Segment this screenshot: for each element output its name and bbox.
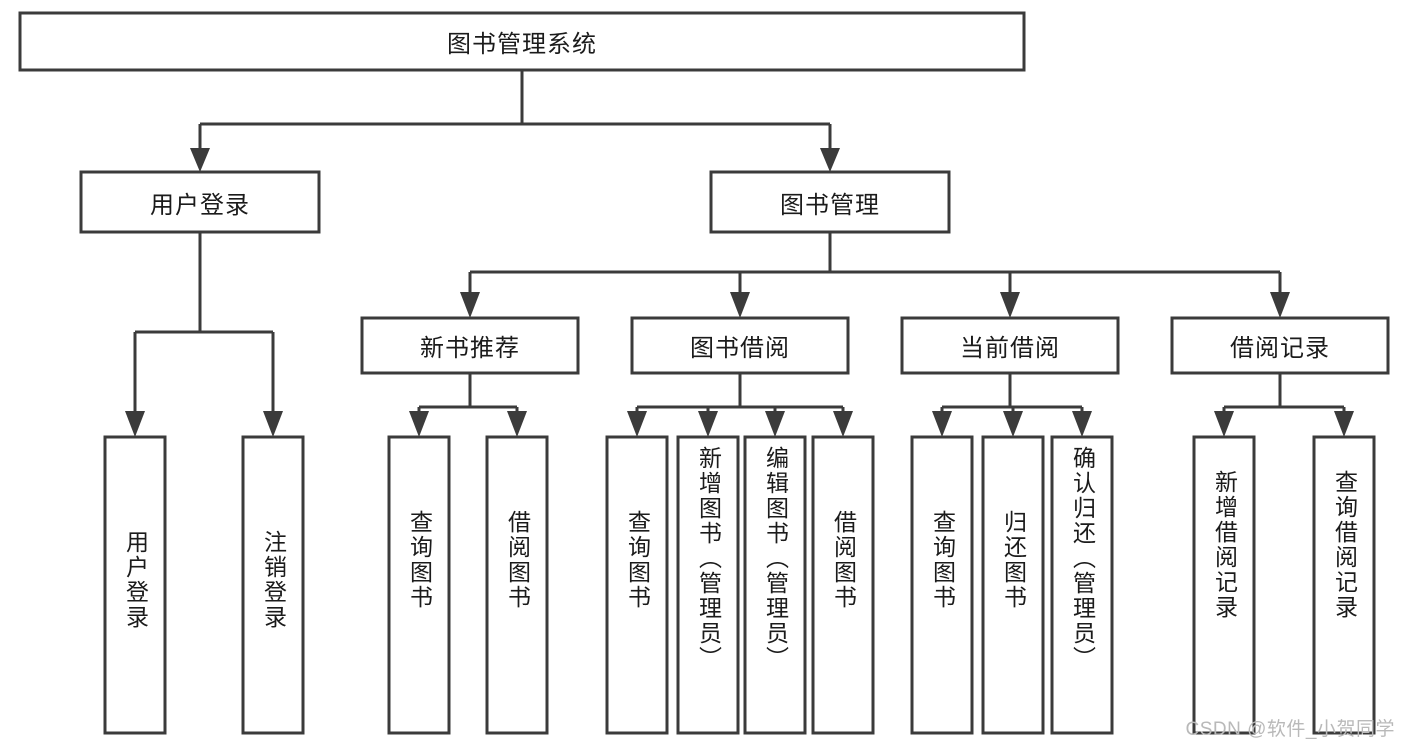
node-box-new-book-recommend[interactable] [360,316,580,375]
arrow-head-leaf-add-borrow-record [1214,411,1234,437]
arrow-head-book-management [820,148,840,172]
connector-group-root [190,70,840,172]
arrow-head-borrow-records [1270,292,1290,318]
node-box-leaf-query-books-current[interactable] [910,435,974,735]
arrow-head-leaf-borrow-books-new [507,411,527,437]
connector-group-user-login [125,232,283,437]
node-box-leaf-confirm-return-admin[interactable] [1050,435,1114,735]
arrow-head-leaf-user-logout [263,411,283,437]
arrow-head-leaf-query-books-current [932,411,952,437]
connector-group-book-borrow [627,373,853,437]
node-box-current-borrow[interactable] [900,316,1120,375]
node-box-leaf-borrow-books-new[interactable] [485,435,549,735]
connector-group-book-management [460,232,1290,318]
connector-group-current-borrow [932,373,1092,437]
arrow-head-leaf-query-books-new [409,411,429,437]
node-box-leaf-user-logout[interactable] [241,435,305,735]
node-box-leaf-user-login[interactable] [103,435,167,735]
arrow-head-current-borrow [1000,292,1020,318]
arrow-head-leaf-confirm-return-admin [1072,411,1092,437]
node-box-borrow-records[interactable] [1170,316,1390,375]
arrow-head-leaf-user-login [125,411,145,437]
connector-group-new-book-recommend [409,373,527,437]
node-box-leaf-borrow-books-borrow[interactable] [811,435,875,735]
node-box-leaf-add-book-admin[interactable] [676,435,740,735]
node-box-leaf-query-books-new[interactable] [387,435,451,735]
arrow-head-new-book-recommend [460,292,480,318]
node-box-leaf-query-borrow-record[interactable] [1312,435,1376,735]
node-box-book-management[interactable] [709,170,951,234]
arrow-head-leaf-query-borrow-record [1334,411,1354,437]
node-box-leaf-add-borrow-record[interactable] [1192,435,1256,735]
arrow-head-leaf-query-books-borrow [627,411,647,437]
arrow-head-leaf-return-books [1003,411,1023,437]
node-box-user-login[interactable] [79,170,321,234]
arrow-head-book-borrow [730,292,750,318]
arrow-head-leaf-edit-book-admin [765,411,785,437]
node-box-leaf-query-books-borrow[interactable] [605,435,669,735]
arrow-head-user-login [190,148,210,172]
arrow-head-leaf-borrow-books-borrow [833,411,853,437]
node-box-leaf-edit-book-admin[interactable] [743,435,807,735]
node-box-book-borrow[interactable] [630,316,850,375]
connector-group-borrow-records [1214,373,1354,437]
node-box-root[interactable] [18,11,1026,72]
watermark-text: CSDN @软件_小贺同学 [1185,719,1395,740]
node-box-leaf-return-books[interactable] [981,435,1045,735]
arrow-head-leaf-add-book-admin [698,411,718,437]
